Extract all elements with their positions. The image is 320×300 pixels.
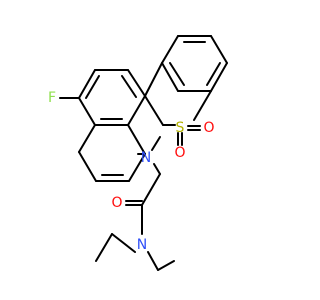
- bond-inner: [121, 75, 137, 98]
- bond: [141, 173, 161, 206]
- bond: [153, 163, 161, 175]
- bond: [95, 233, 113, 262]
- bond: [210, 35, 228, 64]
- bond: [157, 260, 175, 271]
- bond-inner: [85, 75, 100, 99]
- oxygen-sulfonyl-down-label: O: [174, 145, 185, 161]
- bond-inner: [206, 62, 221, 86]
- bond: [144, 95, 164, 126]
- sulfur-label: S: [176, 120, 185, 136]
- molecule-structure: F S O O N O N: [48, 35, 228, 271]
- bond: [78, 69, 96, 99]
- bond: [111, 233, 136, 253]
- bond: [210, 62, 228, 92]
- bond: [78, 124, 96, 153]
- bond: [127, 95, 146, 126]
- fluorine-label: F: [48, 90, 56, 106]
- atom-label-layer: F S O O N O N: [48, 90, 215, 253]
- bond: [161, 62, 179, 92]
- bond: [151, 136, 161, 151]
- bond: [127, 69, 146, 97]
- bond: [128, 153, 146, 182]
- nitrogen-ring-label: N: [141, 150, 151, 166]
- bond-layer: [59, 35, 228, 271]
- bond: [78, 151, 97, 182]
- bond: [78, 97, 96, 126]
- bond: [144, 62, 163, 97]
- bond: [127, 124, 146, 155]
- bond: [161, 35, 179, 64]
- oxygen-carbonyl-label: O: [111, 195, 122, 211]
- oxygen-sulfonyl-right-label: O: [203, 120, 214, 136]
- nitrogen-amide-label: N: [137, 237, 147, 253]
- bond: [147, 251, 159, 271]
- bond-inner: [169, 62, 185, 86]
- bond: [193, 90, 212, 121]
- molecule-canvas: F S O O N O N: [47, 35, 228, 271]
